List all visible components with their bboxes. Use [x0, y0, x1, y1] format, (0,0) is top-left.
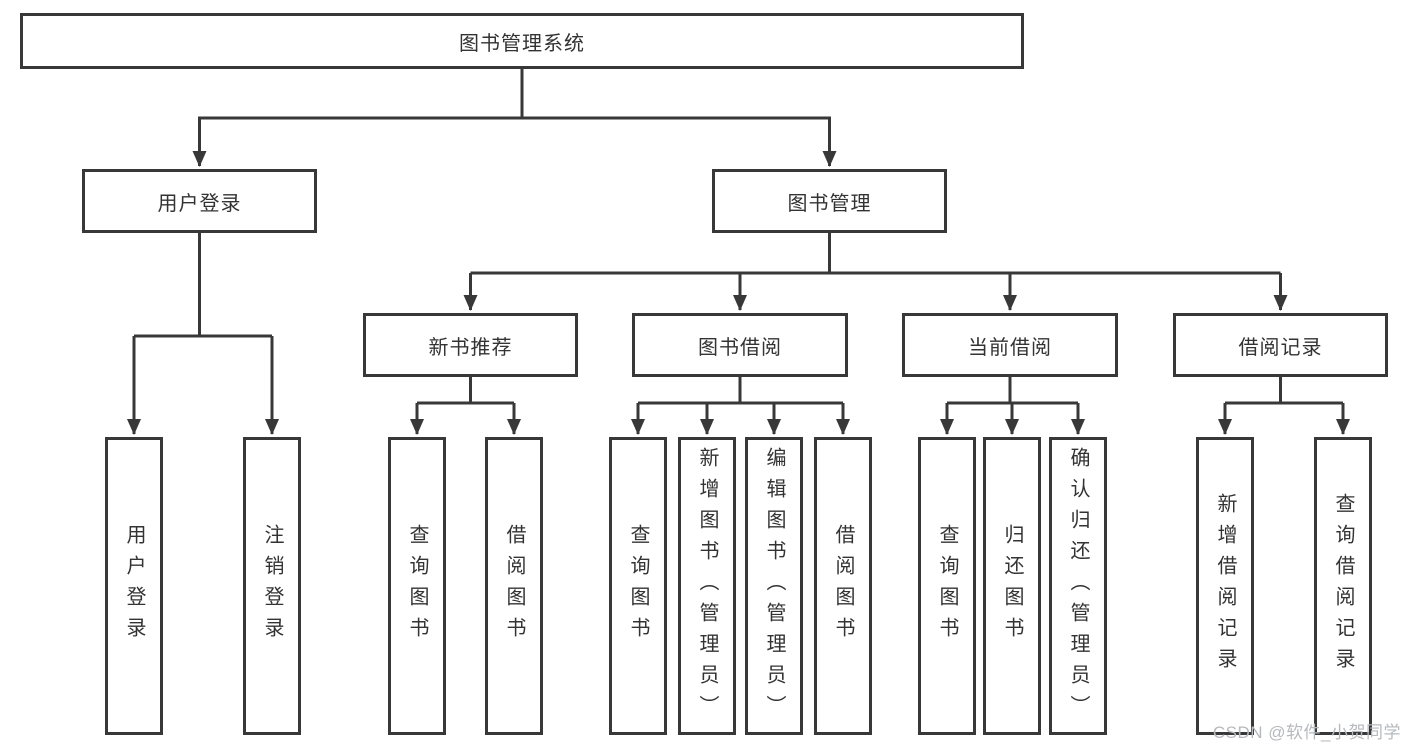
node-new-book-recommend: 新书推荐 — [363, 313, 578, 377]
leaf-label: 查询图书 — [627, 524, 649, 648]
node-library-management-system: 图书管理系统 — [20, 13, 1024, 69]
leaf-label: 借阅图书 — [832, 524, 854, 648]
leaf-label: 新增图书（管理员） — [696, 446, 718, 726]
leaf-label: 新增借阅记录 — [1214, 493, 1236, 679]
edges-user-login — [127, 233, 279, 435]
edges-new-book-recommend — [410, 377, 521, 435]
node-book-borrow: 图书借阅 — [632, 313, 848, 377]
leaf-query-borrow-record: 查询借阅记录 — [1314, 437, 1372, 735]
csdn-watermark: CSDN @软件_小贺同学 — [1212, 723, 1401, 742]
leaf-label: 查询借阅记录 — [1332, 493, 1354, 679]
leaf-query-books-borrow: 查询图书 — [609, 437, 667, 735]
leaf-label: 注销登录 — [261, 524, 283, 648]
leaf-query-books-current: 查询图书 — [918, 437, 976, 735]
edges-borrow-records — [1218, 377, 1350, 435]
leaf-borrow-books: 借阅图书 — [814, 437, 872, 735]
leaf-add-borrow-record: 新增借阅记录 — [1196, 437, 1254, 735]
leaf-label: 查询图书 — [936, 524, 958, 648]
leaf-borrow-books-recommend: 借阅图书 — [485, 437, 543, 735]
node-user-login: 用户登录 — [82, 169, 317, 233]
node-current-borrow: 当前借阅 — [902, 313, 1118, 377]
leaf-edit-books-admin: 编辑图书（管理员） — [745, 437, 803, 735]
edges-book-management — [463, 233, 1288, 311]
node-book-management: 图书管理 — [712, 169, 947, 233]
edges-current-borrow — [940, 377, 1085, 435]
leaf-label: 查询图书 — [406, 524, 428, 648]
leaf-logout-login: 注销登录 — [243, 437, 301, 735]
node-borrow-records: 借阅记录 — [1173, 313, 1388, 377]
leaf-label: 确认归还（管理员） — [1067, 446, 1089, 726]
edges-root — [192, 69, 837, 167]
leaf-label: 用户登录 — [123, 524, 145, 648]
leaf-user-login: 用户登录 — [105, 437, 163, 735]
leaf-return-books: 归还图书 — [983, 437, 1041, 735]
leaf-confirm-return-admin: 确认归还（管理员） — [1049, 437, 1107, 735]
leaf-label: 归还图书 — [1001, 524, 1023, 648]
edges-book-borrow — [631, 377, 850, 435]
leaf-add-books-admin: 新增图书（管理员） — [678, 437, 736, 735]
leaf-label: 编辑图书（管理员） — [763, 446, 785, 726]
leaf-label: 借阅图书 — [503, 524, 525, 648]
leaf-query-books-recommend: 查询图书 — [388, 437, 446, 735]
